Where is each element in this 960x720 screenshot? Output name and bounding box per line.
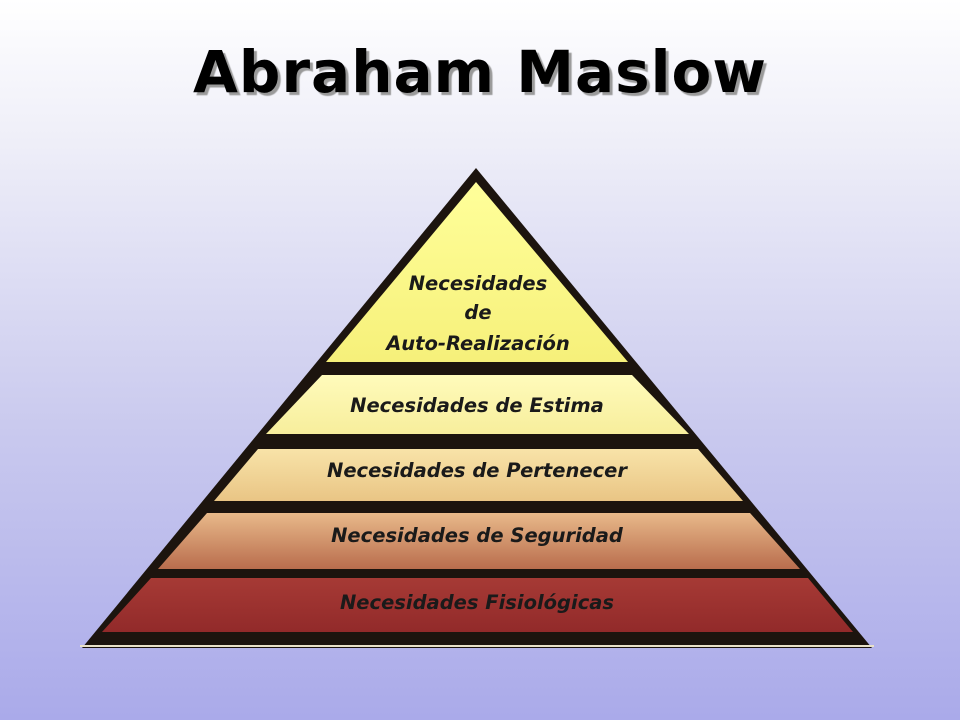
level-auto-realizacion-line-1: Necesidades [409,272,548,295]
level-estima [266,375,689,434]
level-estima-label: Necesidades de Estima [350,394,604,417]
level-seguridad [158,513,800,569]
level-fisiologicas-label: Necesidades Fisiológicas [340,591,614,614]
level-pertenecer [214,449,743,501]
level-pertenecer-label: Necesidades de Pertenecer [327,459,628,482]
level-seguridad-label: Necesidades de Seguridad [331,524,624,547]
level-auto-realizacion-line-2: de [464,301,491,324]
page-title: Abraham Maslow [193,38,767,106]
level-fisiologicas [102,578,853,632]
level-auto-realizacion-line-3: Auto-Realización [384,332,570,355]
level-auto-realizacion [326,182,628,362]
